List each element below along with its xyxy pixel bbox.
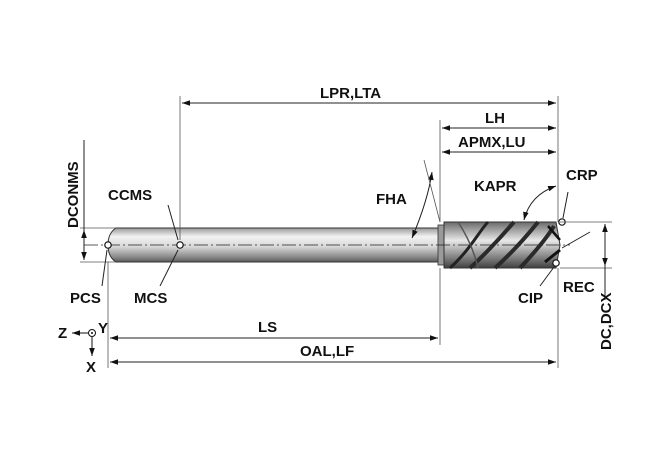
label-dc-dcx: DC,DCX xyxy=(598,292,615,350)
cip-point xyxy=(552,259,560,267)
kapr-arc xyxy=(523,185,557,221)
axis-y-label: Y xyxy=(98,320,108,337)
dimension-lines xyxy=(81,100,608,365)
label-dconms: DCONMS xyxy=(65,161,82,228)
label-crp: CRP xyxy=(566,167,598,184)
label-lh: LH xyxy=(485,110,505,127)
end-mill-tool xyxy=(84,220,570,270)
label-rec: REC xyxy=(563,279,595,296)
label-ls: LS xyxy=(258,319,277,336)
label-kapr: KAPR xyxy=(474,178,517,195)
dimension-labels: LPR,LTA LH APMX,LU CCMS FHA KAPR CRP PCS… xyxy=(65,85,615,360)
label-fha: FHA xyxy=(376,191,407,208)
fha-arc xyxy=(411,171,434,239)
label-cip: CIP xyxy=(518,290,543,307)
label-oal-lf: OAL,LF xyxy=(300,343,354,360)
label-apmx-lu: APMX,LU xyxy=(458,134,526,151)
axis-z-label: Z xyxy=(58,325,67,342)
label-pcs: PCS xyxy=(70,290,101,307)
pcs-point xyxy=(104,241,112,249)
mcs-point xyxy=(176,241,184,249)
label-mcs: MCS xyxy=(134,290,167,307)
label-ccms: CCMS xyxy=(108,187,152,204)
axis-x-label: X xyxy=(86,359,96,376)
extension-lines xyxy=(80,96,612,368)
coordinate-axes-icon: Z Y X xyxy=(58,320,108,376)
label-lpr-lta: LPR,LTA xyxy=(320,85,381,102)
